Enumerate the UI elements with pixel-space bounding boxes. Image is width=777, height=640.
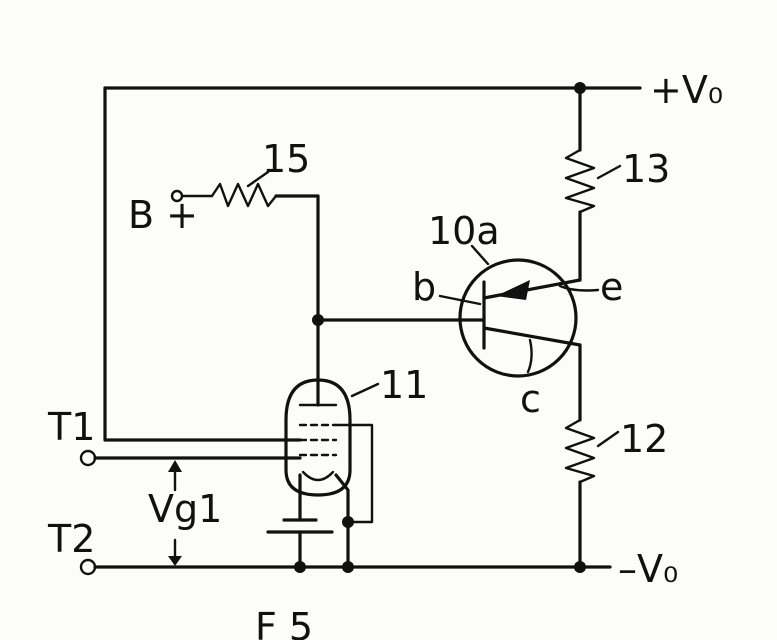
- vg1-label: Vg1: [148, 487, 222, 531]
- resistor-13: [564, 148, 596, 214]
- leader-11: [350, 382, 380, 398]
- tube-cathode: [301, 470, 335, 482]
- leader-10a: [470, 244, 490, 266]
- transistor-label: 10a: [428, 209, 500, 253]
- t1-terminal: [79, 449, 97, 467]
- leader-15: [246, 170, 270, 188]
- minus-vo-label: –V₀: [618, 547, 678, 591]
- cathode-junction: [342, 516, 354, 528]
- resistor-12: [564, 418, 596, 484]
- figure-caption: F 5: [255, 605, 313, 640]
- grid-return-wire: [334, 423, 374, 524]
- plus-vo-label: +V₀: [650, 68, 723, 112]
- bottom-junction-right: [574, 561, 586, 573]
- vg1-arrowhead-down: [168, 556, 182, 566]
- left-feedback-wire: [103, 86, 302, 442]
- leader-c: [526, 338, 533, 374]
- transistor-10a: [458, 258, 578, 378]
- collector-label: c: [520, 377, 541, 421]
- leader-e: [558, 284, 600, 292]
- transistor-collector-lead: [482, 326, 582, 347]
- heater-lead-right: [334, 473, 350, 569]
- resistor-13-label: 13: [622, 147, 670, 191]
- leader-13: [596, 164, 622, 180]
- leader-b: [438, 294, 482, 306]
- tube-label: 11: [380, 363, 428, 407]
- t1-label: T1: [47, 405, 95, 449]
- base-label: b: [412, 265, 436, 309]
- emitter-arrow: [496, 280, 530, 300]
- emitter-label: e: [600, 265, 623, 309]
- leader-12: [596, 430, 620, 448]
- resistor-15-label: 15: [262, 137, 310, 181]
- b-plus-label: B +: [128, 193, 198, 237]
- vg1-arrowhead-up: [168, 460, 182, 472]
- resistor-15: [210, 182, 278, 208]
- resistor-15-wire: [274, 194, 320, 322]
- bottom-junction-battery: [294, 561, 306, 573]
- t2-terminal: [79, 558, 97, 576]
- resistor-12-label: 12: [620, 417, 668, 461]
- t2-label: T2: [47, 517, 95, 561]
- bottom-junction-cathode: [342, 561, 354, 573]
